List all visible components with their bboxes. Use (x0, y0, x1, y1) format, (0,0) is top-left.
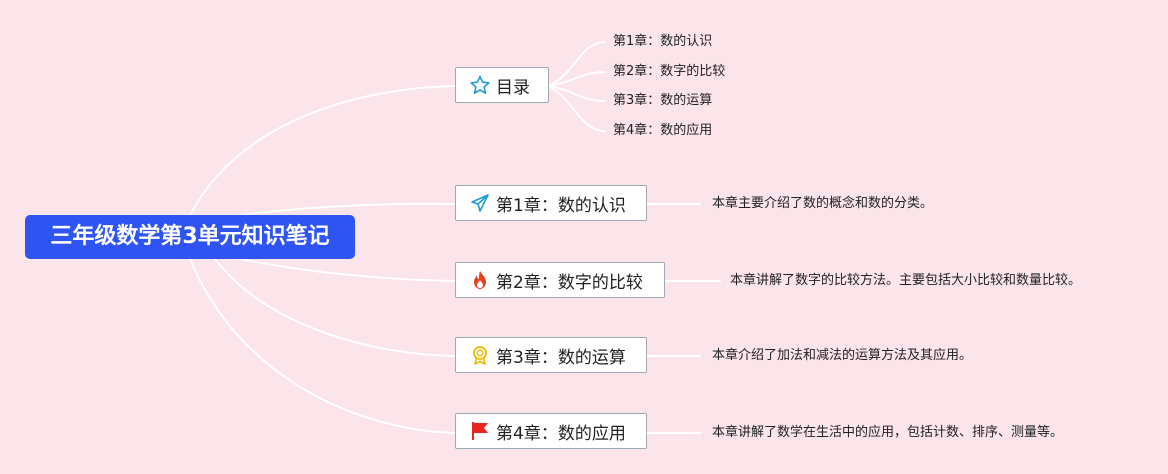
connector-root-toc (189, 85, 456, 216)
connector-toc-item4 (547, 85, 606, 132)
chapter-3-note[interactable]: 本章介绍了加法和减法的运算方法及其应用。 (712, 348, 973, 363)
medal-icon (470, 345, 490, 365)
root-topic[interactable]: 三年级数学第3单元知识笔记 (25, 215, 355, 259)
chapter-2-label: 第2章：数字的比较 (496, 272, 643, 293)
toc-item-1[interactable]: 第1章：数的认识 (613, 34, 713, 49)
toc-item-4[interactable]: 第4章：数的应用 (613, 123, 713, 138)
connector-root-ch3 (214, 258, 456, 357)
chapter-2-note[interactable]: 本章讲解了数字的比较方法。主要包括大小比较和数量比较。 (730, 273, 1082, 288)
chapter-4-note[interactable]: 本章讲解了数学在生活中的应用，包括计数、排序、测量等。 (712, 425, 1064, 440)
chapter-1-node[interactable]: 第1章：数的认识 (455, 185, 647, 221)
toc-node[interactable]: 目录 (455, 67, 549, 103)
connector-root-ch1 (239, 202, 456, 216)
connector-toc-item1 (547, 41, 606, 87)
connector-root-ch4 (189, 258, 456, 434)
connector-toc-item3 (547, 85, 606, 102)
chapter-1-label: 第1章：数的认识 (496, 195, 626, 216)
chapter-1-note[interactable]: 本章主要介绍了数的概念和数的分类。 (712, 196, 934, 211)
toc-item-2[interactable]: 第2章：数字的比较 (613, 64, 726, 79)
paper-plane-icon (470, 193, 490, 213)
chapter-3-node[interactable]: 第3章：数的运算 (455, 337, 647, 373)
chapter-3-label: 第3章：数的运算 (496, 347, 626, 368)
flag-icon (470, 421, 490, 441)
toc-label: 目录 (496, 77, 530, 98)
connector-toc-item2 (547, 71, 606, 87)
connector-root-ch2 (239, 258, 456, 282)
star-icon (470, 75, 490, 95)
fire-icon (470, 270, 490, 290)
chapter-4-label: 第4章：数的应用 (496, 423, 626, 444)
chapter-4-node[interactable]: 第4章：数的应用 (455, 413, 647, 449)
chapter-2-node[interactable]: 第2章：数字的比较 (455, 262, 665, 298)
toc-item-3[interactable]: 第3章：数的运算 (613, 93, 713, 108)
